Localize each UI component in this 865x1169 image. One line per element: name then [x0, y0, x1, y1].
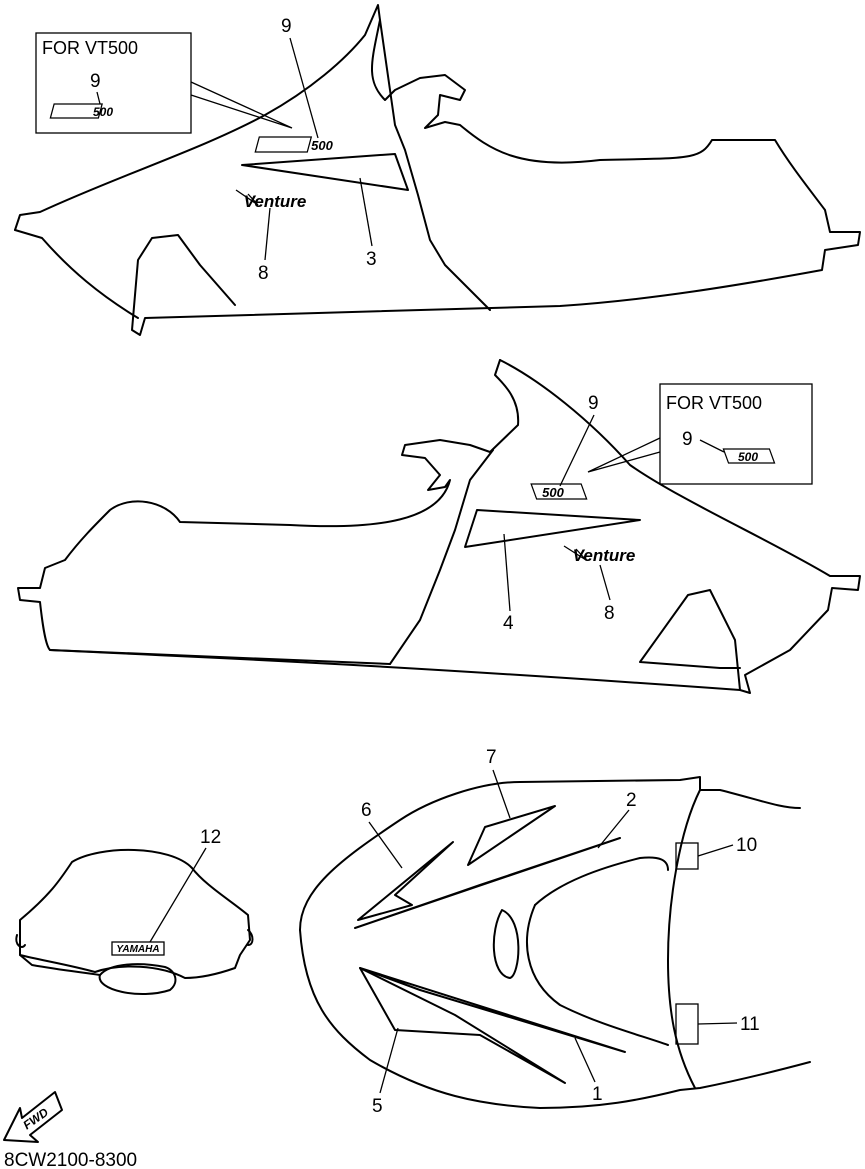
inset-box-top: FOR VT500 9 500 [35, 32, 293, 134]
model-500-decal-mid: 500 [530, 483, 588, 500]
svg-text:FOR VT500: FOR VT500 [666, 393, 762, 413]
windshield-front-view: YAMAHA [15, 849, 254, 996]
stripe-decal-3 [241, 153, 409, 191]
stripe-decal-7 [467, 805, 556, 866]
hood-top-view [299, 776, 811, 1109]
venture-logo-decal-top: Venture [235, 189, 307, 211]
svg-text:8: 8 [604, 603, 615, 624]
callouts-bottom: 7 2 6 10 11 5 1 [361, 747, 760, 1117]
svg-text:9: 9 [588, 393, 599, 414]
svg-text:Venture: Venture [244, 192, 307, 211]
svg-text:FWD: FWD [20, 1105, 51, 1132]
yamaha-decal: YAMAHA [111, 941, 165, 956]
callouts-top: 9 3 8 [258, 16, 377, 284]
svg-text:8: 8 [258, 263, 269, 284]
svg-text:4: 4 [503, 613, 514, 634]
svg-text:9: 9 [682, 429, 693, 450]
callouts-mid: 9 4 8 [503, 393, 615, 634]
stripe-decal-2 [354, 837, 621, 929]
snowmobile-left-side-view: 500 Venture [14, 4, 861, 336]
svg-text:7: 7 [486, 747, 497, 768]
svg-text:11: 11 [740, 1014, 760, 1035]
svg-text:500: 500 [311, 138, 333, 153]
callout-12: 12 [200, 827, 221, 848]
stripe-decal-6 [357, 841, 454, 921]
svg-text:YAMAHA: YAMAHA [116, 944, 159, 955]
stripe-decal-1 [359, 967, 626, 1053]
svg-text:500: 500 [738, 450, 758, 464]
svg-text:Venture: Venture [573, 546, 636, 565]
svg-text:500: 500 [542, 485, 564, 500]
stripe-decal-4 [464, 509, 641, 548]
svg-text:9: 9 [281, 16, 292, 37]
svg-text:3: 3 [366, 249, 377, 270]
svg-text:500: 500 [93, 105, 113, 119]
model-500-decal-top: 500 [254, 136, 334, 153]
svg-text:5: 5 [372, 1096, 383, 1117]
svg-text:2: 2 [626, 790, 637, 811]
snowmobile-right-side-view: 500 Venture [17, 359, 861, 694]
stripe-decal-5 [359, 967, 566, 1084]
svg-text:6: 6 [361, 800, 372, 821]
fwd-arrow-icon: FWD [3, 1091, 63, 1143]
svg-text:10: 10 [736, 835, 757, 856]
svg-text:1: 1 [592, 1084, 603, 1105]
reflector-11 [675, 1003, 699, 1045]
inset-box-mid: FOR VT500 9 500 [587, 383, 813, 485]
svg-text:9: 9 [90, 71, 101, 92]
venture-logo-decal-mid: Venture [563, 545, 636, 565]
svg-text:FOR VT500: FOR VT500 [42, 38, 138, 58]
part-number: 8CW2100-8300 [4, 1150, 137, 1169]
